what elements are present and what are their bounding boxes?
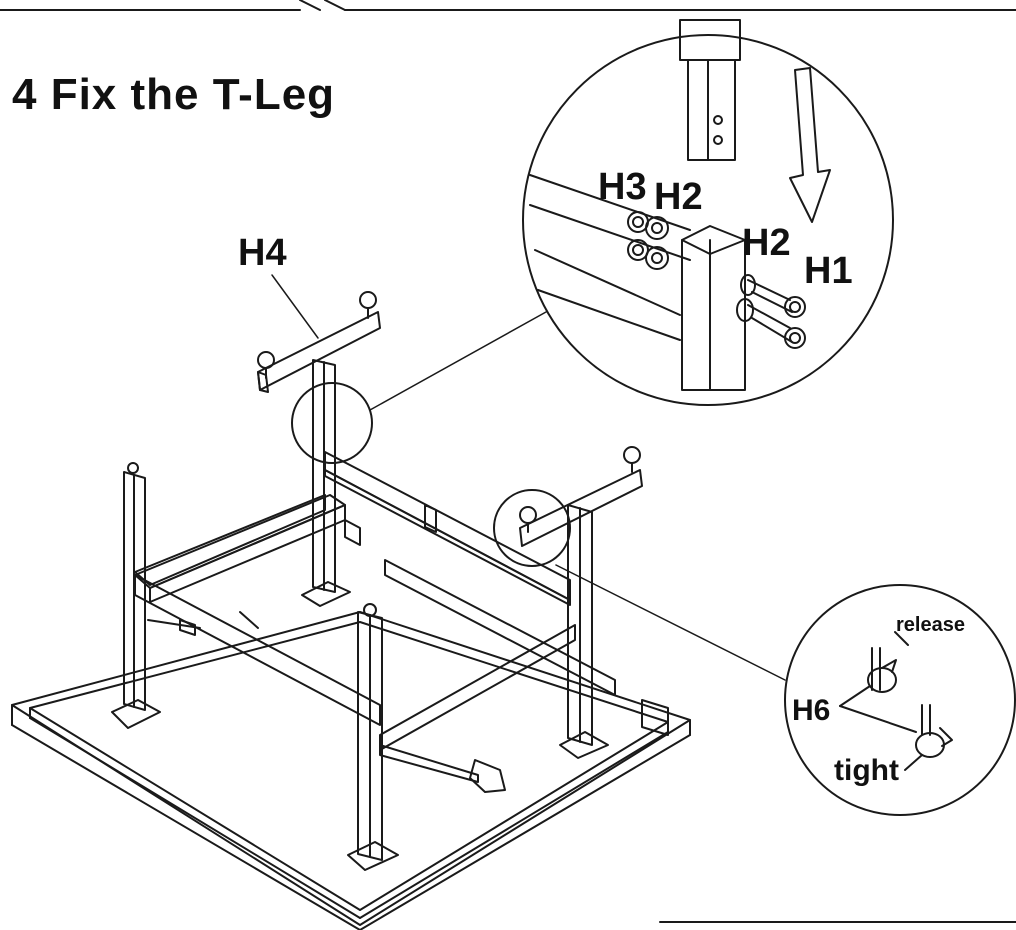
upper-rails: [134, 451, 571, 606]
label-h6: H6: [792, 694, 831, 727]
t-leg-crossbar-right: [519, 446, 643, 547]
label-h2-right: H2: [742, 222, 791, 264]
legs: [111, 359, 609, 871]
label-h4: H4: [238, 232, 287, 274]
detail-magnifier-bolts: [522, 19, 894, 406]
diagonal-brace: [379, 744, 506, 793]
label-h1: H1: [804, 250, 853, 292]
label-tight: tight: [834, 754, 899, 787]
lower-rails: [134, 494, 616, 751]
detail-magnifier-knob: [784, 584, 1016, 816]
t-leg-crossbar-left: [257, 291, 381, 393]
leader-lines: [271, 274, 786, 681]
label-release: release: [896, 614, 965, 636]
callout-circle-leg-joint: [291, 382, 373, 464]
step-title: 4 Fix the T-Leg: [12, 70, 336, 119]
base-frame: [11, 611, 691, 930]
label-h2-top: H2: [654, 176, 703, 218]
callout-circle-crossbar-knob: [493, 489, 571, 567]
label-h3: H3: [598, 166, 647, 208]
